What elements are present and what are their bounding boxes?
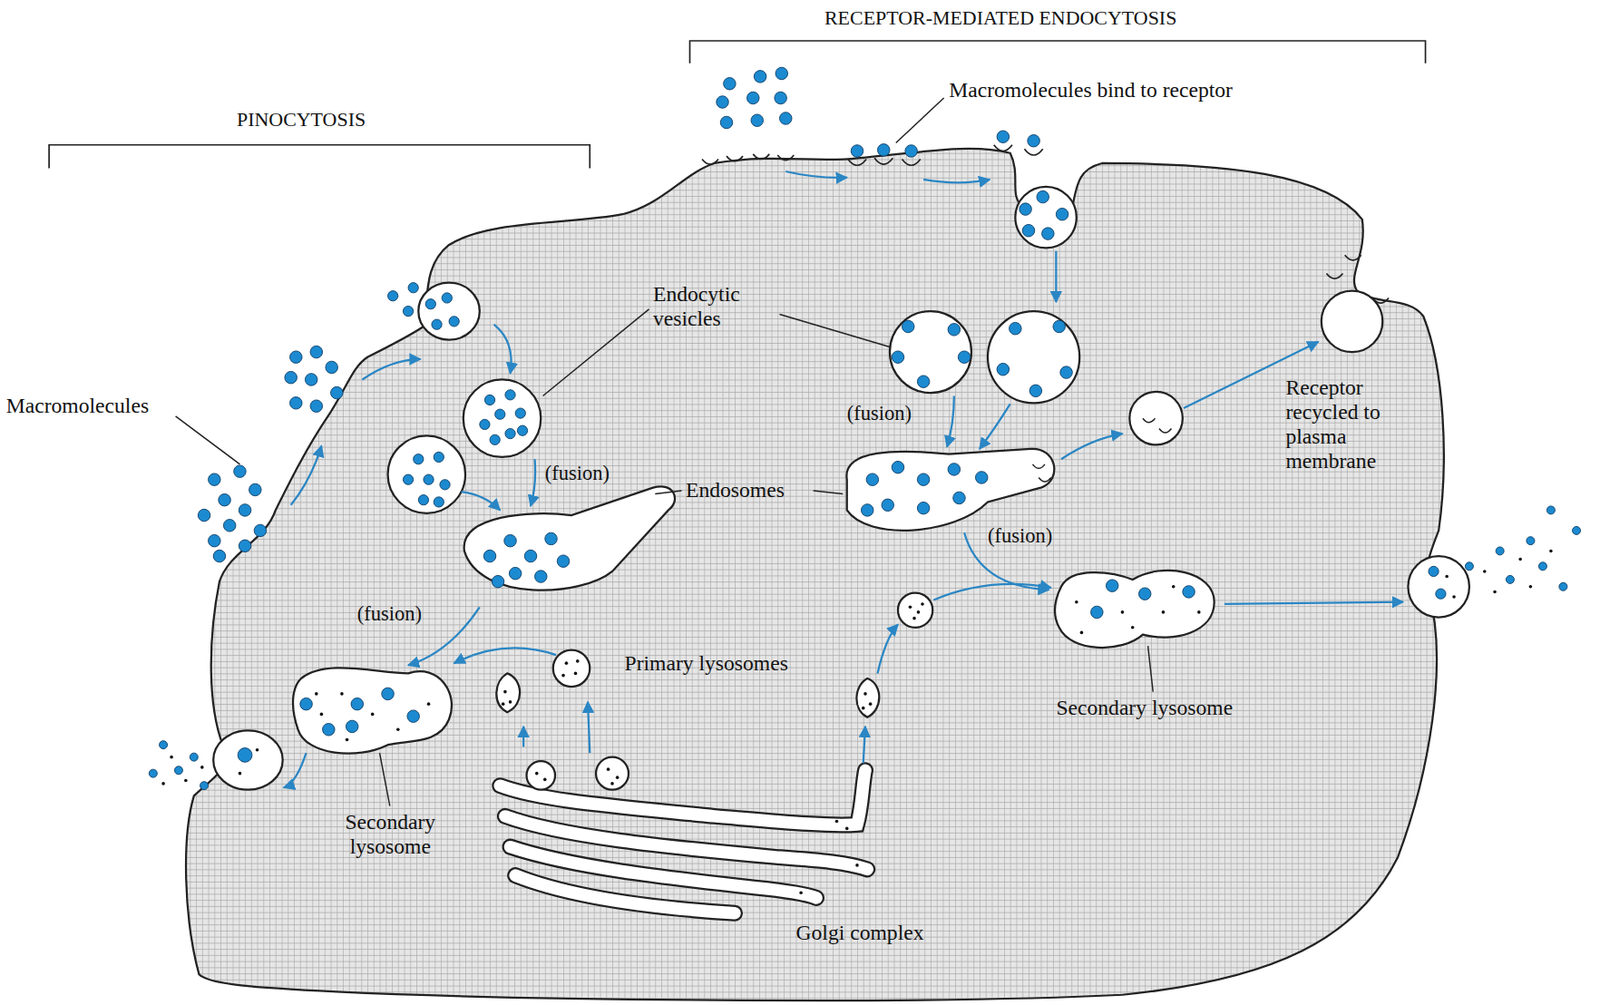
text-label: Macromolecules bind to receptor	[948, 78, 1233, 103]
text-label: Endosomes	[685, 478, 785, 503]
text-label: Receptor recycled to plasma membrane	[1286, 375, 1401, 475]
bracket	[48, 40, 1425, 169]
text-label: Primary lysosomes	[624, 651, 789, 676]
text-label: Secondary lysosome	[326, 809, 455, 859]
text-label: Endocytic vesicles	[653, 282, 776, 332]
text-label: PINOCYTOSIS	[236, 107, 366, 131]
text-label: (fusion)	[545, 461, 610, 486]
text-label: RECEPTOR-MEDIATED ENDOCYTOSIS	[824, 6, 1177, 30]
text-label: Golgi complex	[796, 920, 925, 946]
text-label: (fusion)	[987, 524, 1053, 548]
cell-outline	[185, 148, 1444, 1001]
text-label: Secondary lysosome	[1055, 695, 1233, 721]
text-label: (fusion)	[357, 602, 422, 626]
text-label: (fusion)	[847, 401, 912, 426]
text-label: Macromolecules	[6, 393, 149, 419]
